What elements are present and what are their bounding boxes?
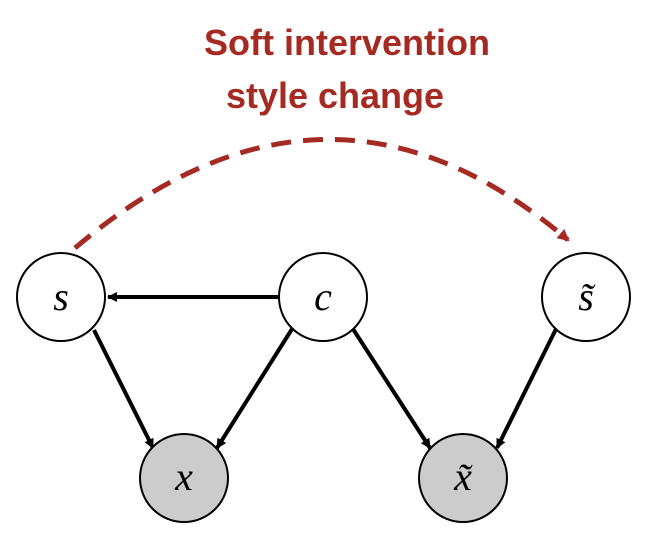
edge-s-tilde-to-x-tilde [495, 328, 558, 449]
node-x-tilde: x̃ [418, 433, 508, 523]
node-c: c [278, 252, 368, 342]
node-s-tilde-label: s̃ [578, 274, 595, 319]
edge-s-to-x [92, 329, 155, 449]
title-line-1: Soft intervention [204, 22, 490, 63]
node-x: x [139, 433, 229, 523]
node-s-label: s [53, 274, 69, 319]
edge-c-to-x [215, 327, 294, 450]
node-s-tilde: s̃ [541, 252, 631, 342]
node-x-label: x [174, 454, 193, 499]
node-s: s [16, 252, 106, 342]
node-x-tilde-label: x̃ [453, 454, 473, 499]
node-c-label: c [314, 274, 332, 319]
intervention-edge-s-to-s-tilde [73, 137, 570, 250]
title-line-2: style change [226, 75, 444, 116]
edge-c-to-x-tilde [351, 327, 432, 450]
